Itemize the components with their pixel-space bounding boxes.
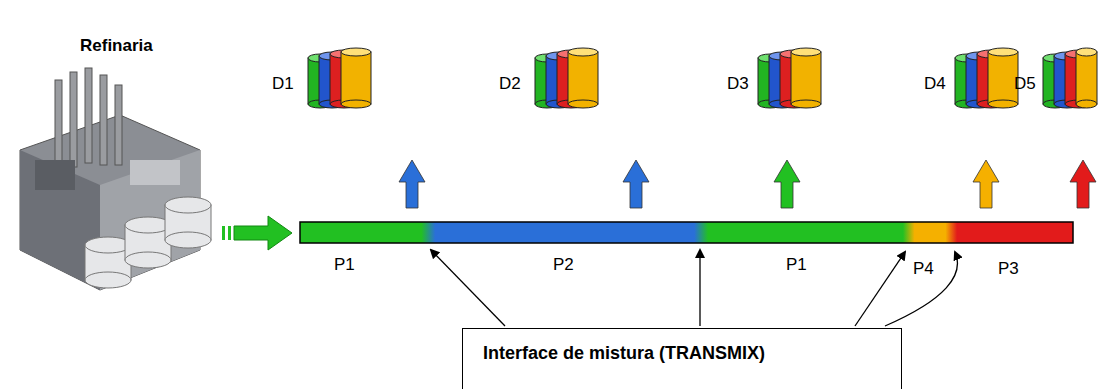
tank-top (568, 48, 598, 56)
tank-body (1076, 52, 1097, 104)
product-label: P3 (998, 259, 1019, 279)
product-label: P2 (553, 255, 574, 275)
destination-label: D4 (924, 74, 946, 94)
destination-label: D3 (727, 74, 749, 94)
callout-box: Interface de mistura (TRANSMIX) (462, 328, 902, 389)
up-arrow (623, 160, 649, 208)
tank-body (568, 52, 598, 104)
title: Refinaria (80, 36, 153, 56)
product-label: P4 (913, 259, 934, 279)
tank-base (341, 100, 371, 108)
inflow-arrow (222, 216, 292, 250)
tank-top (1076, 48, 1097, 56)
destination-label: D1 (272, 74, 294, 94)
tank-base (791, 100, 821, 108)
tank-top (791, 48, 821, 56)
leader-lines (431, 250, 957, 326)
destination-label: D5 (1014, 74, 1036, 94)
tank-base (988, 100, 1018, 108)
up-arrow (973, 160, 999, 208)
tank-base (1076, 100, 1097, 108)
refinery-icon (20, 68, 211, 290)
delivery-arrows (399, 160, 1096, 208)
tank-body (988, 52, 1018, 104)
tank-top (988, 48, 1018, 56)
tank-base (568, 100, 598, 108)
up-arrow (774, 160, 800, 208)
product-label: P1 (334, 255, 355, 275)
callout-text: Interface de mistura (TRANSMIX) (483, 343, 881, 364)
product-label: P1 (786, 255, 807, 275)
tank-body (341, 52, 371, 104)
pipeline (300, 222, 1073, 243)
tank-body (791, 52, 821, 104)
destination-label: D2 (499, 74, 521, 94)
tanks (308, 48, 1097, 108)
tank-top (341, 48, 371, 56)
up-arrow (1070, 160, 1096, 208)
up-arrow (399, 160, 425, 208)
